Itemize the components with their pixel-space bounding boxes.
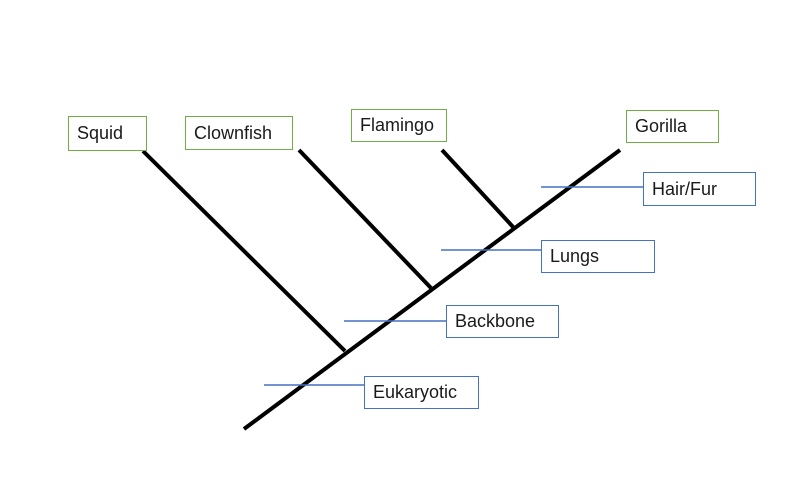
main-trunk-branch — [242, 148, 622, 431]
clownfish-label: Clownfish — [185, 116, 293, 150]
flamingo-label-text: Flamingo — [360, 115, 435, 135]
lungs-label-text: Lungs — [550, 246, 600, 266]
squid-label: Squid — [68, 116, 147, 151]
flamingo-branch — [440, 148, 516, 230]
squid-branch — [141, 149, 347, 353]
clownfish-label-text: Clownfish — [194, 122, 273, 143]
gorilla-label-text: Gorilla — [635, 116, 688, 136]
lungs-label: Lungs — [541, 240, 655, 273]
eukaryotic-label-text: Eukaryotic — [373, 382, 458, 402]
squid-label-text: Squid — [77, 123, 124, 143]
gorilla-label: Gorilla — [626, 110, 719, 143]
eukaryotic-label: Eukaryotic — [364, 376, 479, 409]
backbone-label: Backbone — [446, 305, 559, 338]
hair-fur-label-text: Hair/Fur — [652, 178, 718, 199]
hair-fur-label: Hair/Fur — [643, 172, 756, 206]
backbone-label-text: Backbone — [455, 311, 536, 331]
flamingo-label: Flamingo — [351, 109, 447, 142]
clownfish-branch — [297, 148, 433, 290]
